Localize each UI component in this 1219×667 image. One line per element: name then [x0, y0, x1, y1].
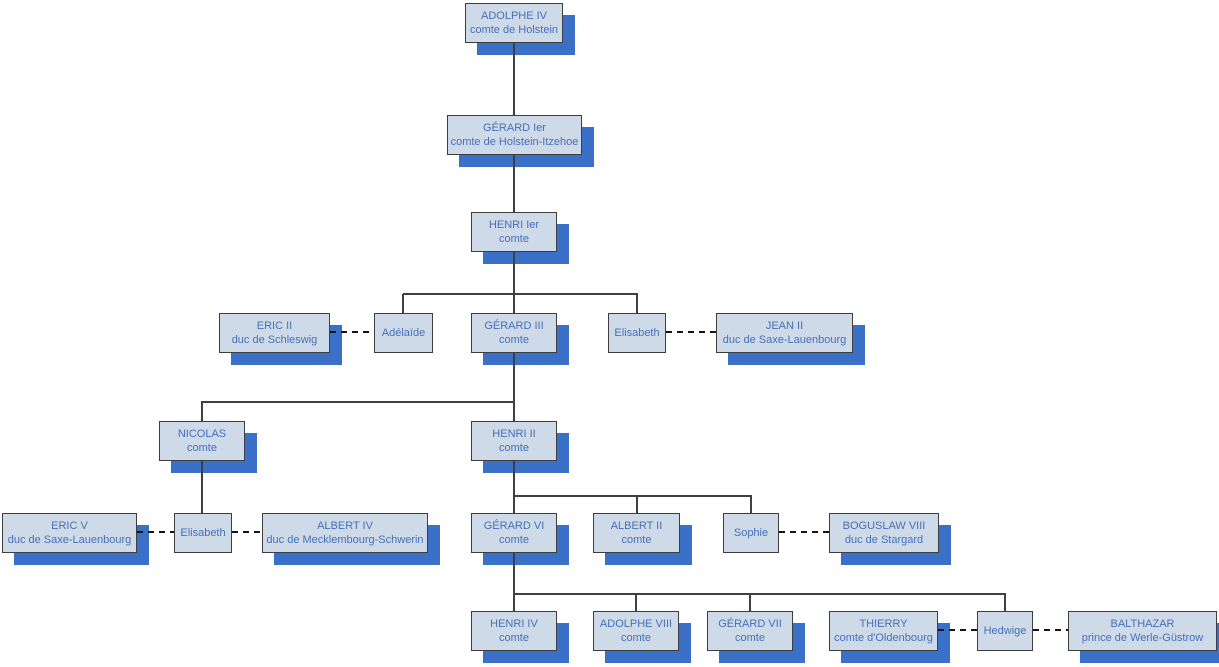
descent-line-vertical — [201, 402, 203, 421]
person-name: ALBERT II — [610, 520, 663, 532]
descent-line-horizontal — [513, 593, 1006, 595]
person-title: comte — [187, 442, 217, 454]
marriage-dashed-line — [330, 331, 374, 333]
person-name: Adélaïde — [381, 327, 426, 339]
person-title: comte — [499, 632, 529, 644]
node-balthazar[interactable]: BALTHAZAR prince de Werle-Güstrow — [1068, 611, 1217, 651]
node-albert-ii[interactable]: ALBERT II comte — [593, 513, 680, 553]
person-title: duc de Stargard — [844, 534, 924, 546]
descent-line-vertical — [513, 353, 515, 404]
node-jean-ii[interactable]: JEAN II duc de Saxe-Lauenbourg — [716, 313, 853, 353]
node-gerard-ier[interactable]: GÉRARD Ier comte de Holstein-Itzehoe — [447, 115, 582, 155]
marriage-dashed-line — [1033, 629, 1068, 631]
marriage-dashed-line — [232, 531, 262, 533]
marriage-dashed-line — [666, 331, 716, 333]
person-name: GÉRARD Ier — [483, 122, 546, 134]
marriage-dashed-line — [137, 531, 174, 533]
person-name: Sophie — [733, 527, 769, 539]
node-eric-v[interactable]: ERIC V duc de Saxe-Lauenbourg — [2, 513, 137, 553]
person-title: duc de Mecklembourg-Schwerin — [266, 534, 424, 546]
descent-line-vertical — [635, 594, 637, 611]
descent-line-vertical — [1004, 594, 1006, 611]
node-adolphe-iv[interactable]: ADOLPHE IV comte de Holstein — [465, 3, 563, 43]
node-elisabeth-1[interactable]: Elisabeth — [608, 313, 666, 353]
marriage-dashed-line — [938, 629, 977, 631]
person-title: duc de Schleswig — [231, 334, 318, 346]
person-name: BOGUSLAW VIII — [842, 520, 926, 532]
descent-line-vertical — [750, 496, 752, 513]
person-title: comte — [621, 534, 652, 546]
descent-line-vertical — [201, 461, 203, 513]
person-name: JEAN II — [765, 320, 804, 332]
person-name: HENRI IV — [490, 618, 538, 630]
person-name: GÉRARD III — [484, 320, 544, 332]
node-eric-ii[interactable]: ERIC II duc de Schleswig — [219, 313, 330, 353]
descent-line-vertical — [513, 461, 515, 498]
person-name: GÉRARD VII — [718, 618, 782, 630]
descent-line-vertical — [749, 594, 751, 611]
person-title: comte — [499, 334, 529, 346]
node-boguslaw-viii[interactable]: BOGUSLAW VIII duc de Stargard — [829, 513, 939, 553]
person-name: Hedwige — [983, 625, 1027, 637]
descent-line-vertical — [513, 155, 515, 212]
person-title: comte — [499, 534, 529, 546]
node-adelaide[interactable]: Adélaïde — [374, 313, 433, 353]
person-title: comte de Holstein — [469, 24, 559, 36]
node-gerard-vi[interactable]: GÉRARD VI comte — [471, 513, 557, 553]
descent-line-vertical — [513, 594, 515, 611]
node-albert-iv[interactable]: ALBERT IV duc de Mecklembourg-Schwerin — [262, 513, 428, 553]
person-title: comte de Holstein-Itzehoe — [450, 136, 579, 148]
person-name: BALTHAZAR — [1110, 618, 1175, 630]
descent-line-vertical — [513, 402, 515, 421]
node-henri-iv[interactable]: HENRI IV comte — [471, 611, 557, 651]
person-title: comte — [499, 233, 529, 245]
node-henri-ier[interactable]: HENRI Ier comte — [471, 212, 557, 252]
person-name: Elisabeth — [180, 527, 226, 539]
person-name: HENRI II — [492, 428, 536, 440]
node-thierry[interactable]: THIERRY comte d'Oldenbourg — [829, 611, 938, 651]
node-hedwige[interactable]: Hedwige — [977, 611, 1033, 651]
descent-line-horizontal — [201, 401, 515, 403]
node-elisabeth-2[interactable]: Elisabeth — [174, 513, 232, 553]
person-title: duc de Saxe-Lauenbourg — [7, 534, 132, 546]
node-nicolas[interactable]: NICOLAS comte — [159, 421, 245, 461]
descent-line-vertical — [402, 294, 404, 313]
person-title: comte — [735, 632, 765, 644]
node-adolphe-viii[interactable]: ADOLPHE VIII comte — [593, 611, 679, 651]
descent-line-vertical — [513, 252, 515, 296]
descent-line-vertical — [513, 43, 515, 115]
person-name: ALBERT IV — [317, 520, 373, 532]
person-name: ERIC II — [256, 320, 293, 332]
descent-line-vertical — [513, 553, 515, 596]
node-gerard-iii[interactable]: GÉRARD III comte — [471, 313, 557, 353]
person-name: ERIC V — [51, 520, 88, 532]
node-gerard-vii[interactable]: GÉRARD VII comte — [707, 611, 793, 651]
descent-line-vertical — [513, 496, 515, 513]
person-title: prince de Werle-Güstrow — [1081, 632, 1204, 644]
person-title: comte d'Oldenbourg — [834, 632, 933, 644]
descent-line-vertical — [636, 496, 638, 513]
node-sophie[interactable]: Sophie — [723, 513, 779, 553]
person-name: HENRI Ier — [488, 219, 540, 231]
person-title: comte — [499, 442, 529, 454]
person-name: NICOLAS — [177, 428, 227, 440]
person-name: ADOLPHE VIII — [599, 618, 673, 630]
person-name: THIERRY — [859, 618, 908, 630]
person-name: Elisabeth — [614, 327, 660, 339]
marriage-dashed-line — [779, 531, 829, 533]
descent-line-horizontal — [403, 293, 638, 295]
descent-line-vertical — [636, 294, 638, 313]
person-title: comte — [621, 632, 651, 644]
person-name: GÉRARD VI — [483, 520, 545, 532]
person-title: duc de Saxe-Lauenbourg — [722, 334, 847, 346]
person-name: ADOLPHE IV — [480, 10, 548, 22]
descent-line-vertical — [513, 294, 515, 313]
node-henri-ii[interactable]: HENRI II comte — [471, 421, 557, 461]
descent-line-horizontal — [513, 495, 752, 497]
